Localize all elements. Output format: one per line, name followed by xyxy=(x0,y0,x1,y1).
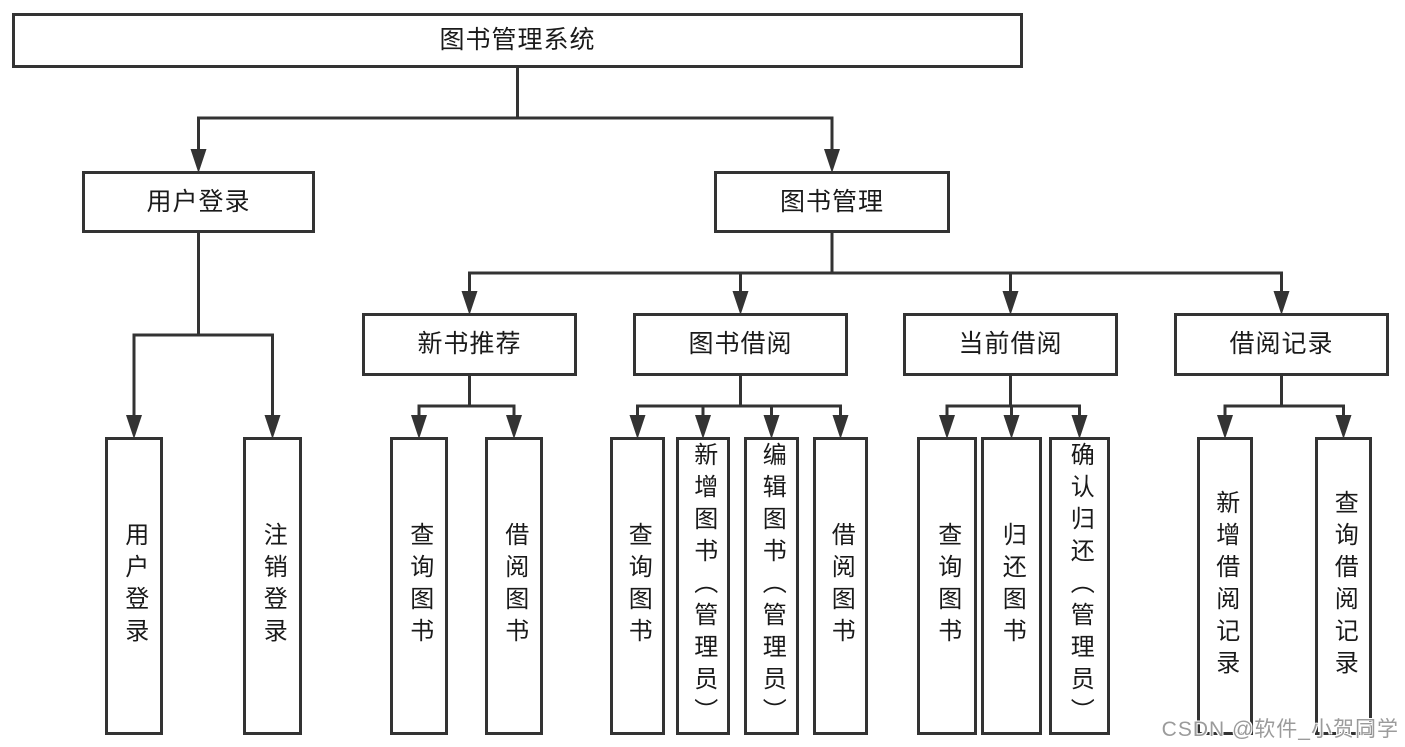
arrowhead-icon xyxy=(461,291,478,315)
diagram-node-login: 用户登录 xyxy=(82,171,315,233)
diagram-node-bb-query: 查询图书 xyxy=(610,437,665,735)
node-label-nb-borrow: 借阅图书 xyxy=(500,522,528,650)
node-label-cb-return: 归还图书 xyxy=(998,522,1026,650)
node-label-system: 图书管理系统 xyxy=(439,26,596,55)
diagram-node-borrow-records: 借阅记录 xyxy=(1174,313,1389,376)
watermark: CSDN @软件_小贺同学 xyxy=(1161,718,1399,741)
diagram-node-nb-query: 查询图书 xyxy=(390,437,448,735)
node-label-br-query: 查询借阅记录 xyxy=(1330,490,1358,682)
diagram-node-user-login: 用户登录 xyxy=(105,437,163,735)
arrowhead-icon xyxy=(1217,415,1233,439)
node-label-new-books: 新书推荐 xyxy=(417,330,522,359)
node-label-cb-confirm: 确认归还（管理员） xyxy=(1066,442,1094,730)
arrowhead-icon xyxy=(732,291,749,315)
node-label-current-borrow: 当前借阅 xyxy=(958,330,1063,359)
arrowhead-icon xyxy=(939,415,955,439)
diagram-node-bb-borrow: 借阅图书 xyxy=(813,437,868,735)
node-label-bb-add: 新增图书（管理员） xyxy=(689,442,717,730)
arrowhead-icon xyxy=(1071,415,1088,439)
node-label-book-borrow: 图书借阅 xyxy=(688,330,793,359)
diagram-node-current-borrow: 当前借阅 xyxy=(903,313,1118,376)
diagram-node-bb-add: 新增图书（管理员） xyxy=(676,437,730,735)
diagram-node-logout: 注销登录 xyxy=(243,437,302,735)
diagram-node-cb-confirm: 确认归还（管理员） xyxy=(1049,437,1110,735)
node-label-br-add: 新增借阅记录 xyxy=(1211,490,1239,682)
arrowhead-icon xyxy=(264,415,281,439)
arrowhead-icon xyxy=(763,415,780,439)
diagram-node-br-query: 查询借阅记录 xyxy=(1315,437,1372,735)
arrowhead-icon xyxy=(190,149,207,173)
node-label-user-login: 用户登录 xyxy=(120,522,148,650)
diagram-node-cb-query: 查询图书 xyxy=(917,437,977,735)
node-label-nb-query: 查询图书 xyxy=(405,522,433,650)
arrowhead-icon xyxy=(824,149,840,173)
node-label-bb-edit: 编辑图书（管理员） xyxy=(758,442,786,730)
arrowhead-icon xyxy=(1335,415,1352,439)
diagram-node-cb-return: 归还图书 xyxy=(981,437,1042,735)
diagram-node-book-mgmt: 图书管理 xyxy=(714,171,950,233)
arrowhead-icon xyxy=(506,415,522,439)
node-label-logout: 注销登录 xyxy=(259,522,287,650)
arrowhead-icon xyxy=(629,415,646,439)
arrowhead-icon xyxy=(1273,291,1290,315)
node-label-book-mgmt: 图书管理 xyxy=(779,187,884,216)
diagram-node-nb-borrow: 借阅图书 xyxy=(485,437,543,735)
node-label-bb-borrow: 借阅图书 xyxy=(827,522,855,650)
arrowhead-icon xyxy=(1002,291,1019,315)
diagram-node-br-add: 新增借阅记录 xyxy=(1197,437,1253,735)
arrowhead-icon xyxy=(1003,415,1020,439)
node-label-borrow-records: 借阅记录 xyxy=(1229,330,1334,359)
diagram-node-bb-edit: 编辑图书（管理员） xyxy=(744,437,799,735)
diagram-node-book-borrow: 图书借阅 xyxy=(633,313,848,376)
diagram-node-new-books: 新书推荐 xyxy=(362,313,577,376)
arrowhead-icon xyxy=(126,415,142,439)
node-label-login: 用户登录 xyxy=(146,187,251,216)
arrowhead-icon xyxy=(411,415,427,439)
arrowhead-icon xyxy=(832,415,849,439)
node-label-cb-query: 查询图书 xyxy=(933,522,961,650)
diagram-node-system: 图书管理系统 xyxy=(12,13,1023,68)
arrowhead-icon xyxy=(695,415,711,439)
node-label-bb-query: 查询图书 xyxy=(624,522,652,650)
